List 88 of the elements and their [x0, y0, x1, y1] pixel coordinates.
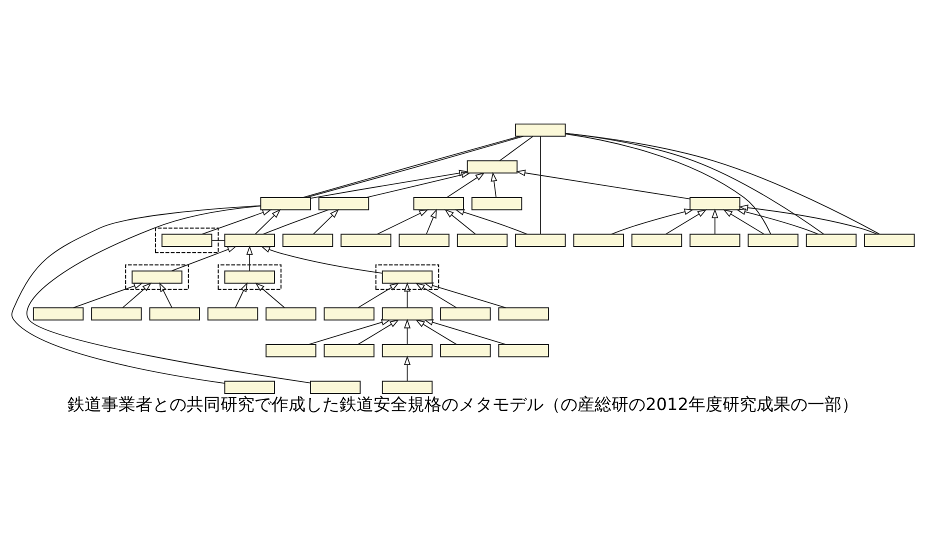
node-box: [260, 197, 311, 210]
arrow: [444, 209, 476, 235]
arrow: [738, 204, 878, 235]
node-box: [690, 234, 740, 247]
node-box: [515, 124, 566, 137]
arrow: [424, 319, 506, 345]
node-box: [149, 307, 200, 320]
caption: 鉄道事業者との共同研究で作成した鉄道安全規格のメタモデル（の産総研の2012年度研究成果の一部）: [68, 394, 858, 414]
arrow: [516, 170, 690, 200]
node-box: [132, 270, 182, 284]
connector: [565, 132, 824, 235]
node-box: [207, 307, 258, 320]
arrow: [404, 282, 411, 308]
arrow: [722, 209, 764, 235]
connector: [11, 205, 261, 384]
arrow: [234, 282, 248, 308]
arrow: [246, 245, 253, 272]
node-box: [471, 197, 522, 210]
node-box: [382, 270, 433, 284]
arrow: [415, 282, 457, 308]
node-box: [748, 234, 798, 247]
arrow: [159, 282, 172, 308]
arrow: [254, 209, 281, 235]
arrow: [665, 209, 707, 235]
connector: [540, 136, 541, 235]
node-box: [32, 307, 84, 320]
connector: [262, 209, 329, 235]
cluster: [218, 264, 282, 290]
node-box: [224, 380, 275, 394]
node-box: [864, 234, 915, 247]
arrow: [260, 246, 383, 274]
arrow: [490, 172, 498, 198]
arrow: [712, 208, 718, 235]
node-box: [266, 307, 316, 320]
arrow: [122, 282, 152, 308]
arrow: [404, 356, 411, 382]
node-box: [382, 344, 433, 358]
arrow: [358, 282, 400, 308]
arrow: [404, 318, 411, 345]
node-box: [224, 270, 275, 284]
arrow: [358, 319, 400, 345]
node-box: [573, 234, 624, 247]
node-box: [382, 380, 433, 394]
node-box: [382, 307, 433, 320]
connector: [565, 132, 880, 235]
arrow: [611, 208, 694, 235]
arrow: [73, 282, 144, 308]
node-box: [466, 160, 518, 174]
node-box: [224, 234, 275, 247]
node-box: [440, 344, 491, 358]
arrow: [255, 282, 285, 308]
node-box: [498, 344, 549, 358]
arrow: [415, 319, 457, 345]
node-box: [498, 307, 549, 320]
arrow: [366, 172, 471, 198]
cluster: [154, 228, 219, 254]
node-box: [398, 234, 450, 247]
node-box: [266, 344, 316, 358]
connector: [26, 206, 311, 384]
node-box: [162, 234, 212, 247]
node-box: [515, 234, 566, 247]
arrow: [310, 170, 469, 199]
arrow: [736, 208, 819, 235]
node-box: [310, 380, 361, 394]
node-box: [282, 234, 334, 247]
arrow: [426, 208, 437, 235]
arrow: [424, 282, 506, 308]
arrow: [312, 209, 340, 235]
connector: [211, 240, 225, 241]
node-box: [456, 234, 508, 247]
arrow: [376, 209, 429, 235]
node-box: [806, 234, 857, 247]
node-box: [690, 197, 740, 210]
arrow: [308, 319, 391, 345]
connector: [499, 136, 534, 162]
node-box: [340, 234, 392, 247]
node-box: [91, 307, 142, 320]
node-box: [318, 197, 370, 210]
node-box: [440, 307, 491, 320]
arrow: [446, 172, 485, 198]
node-box: [413, 197, 464, 210]
node-box: [631, 234, 682, 247]
connector: [564, 133, 772, 235]
node-box: [324, 307, 374, 320]
arrow: [171, 246, 237, 272]
arrow: [454, 209, 528, 235]
arrow: [202, 209, 272, 235]
node-box: [324, 344, 374, 358]
